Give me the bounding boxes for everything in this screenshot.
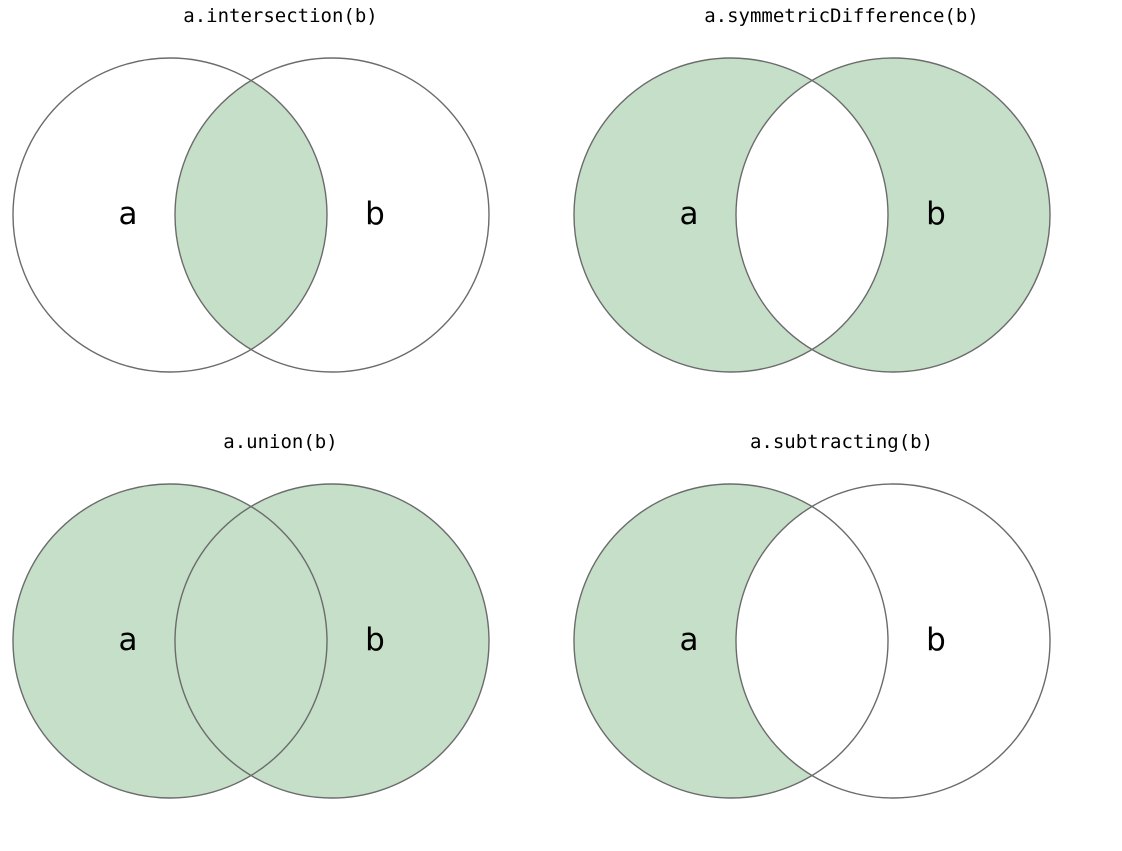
- region-b-only: [736, 58, 1050, 372]
- venn-diagram-union: a b: [12, 483, 490, 799]
- set-label-b: b: [365, 196, 385, 232]
- set-label-a: a: [119, 622, 138, 658]
- set-label-b: b: [926, 196, 946, 232]
- panel-title-union: a.union(b): [223, 431, 338, 453]
- circle-a-outline: [573, 57, 889, 373]
- panel-union: a.union(b) a b: [0, 426, 561, 851]
- circle-b-outline: [174, 483, 490, 799]
- panel-title-intersection: a.intersection(b): [183, 5, 378, 27]
- circle-a-outline: [573, 483, 889, 799]
- set-label-a: a: [119, 196, 138, 232]
- circle-a-outline: [12, 57, 328, 373]
- set-label-a: a: [680, 196, 699, 232]
- region-a-minus-b: [574, 484, 888, 798]
- venn-diagram-intersection: a b: [12, 57, 490, 373]
- circle-b-outline: [735, 57, 1051, 373]
- venn-diagram-symmetric-difference: a b: [573, 57, 1051, 373]
- set-label-b: b: [926, 622, 946, 658]
- panel-title-symmetric-difference: a.symmetricDifference(b): [704, 5, 979, 27]
- panel-intersection: a.intersection(b) a: [0, 0, 561, 425]
- panel-symmetric-difference: a.symmetricDifference(b) a b: [561, 0, 1122, 425]
- panel-title-subtracting: a.subtracting(b): [749, 431, 934, 453]
- circle-b-outline: [735, 483, 1051, 799]
- panel-subtracting: a.subtracting(b) a b: [561, 426, 1122, 851]
- circle-a-outline: [12, 483, 328, 799]
- set-label-a: a: [680, 622, 699, 658]
- venn-diagram-subtracting: a b: [573, 483, 1051, 799]
- region-a-union-b: [13, 484, 489, 798]
- region-a-intersect-b: [175, 58, 327, 372]
- set-label-b: b: [365, 622, 385, 658]
- circle-b-outline: [174, 57, 490, 373]
